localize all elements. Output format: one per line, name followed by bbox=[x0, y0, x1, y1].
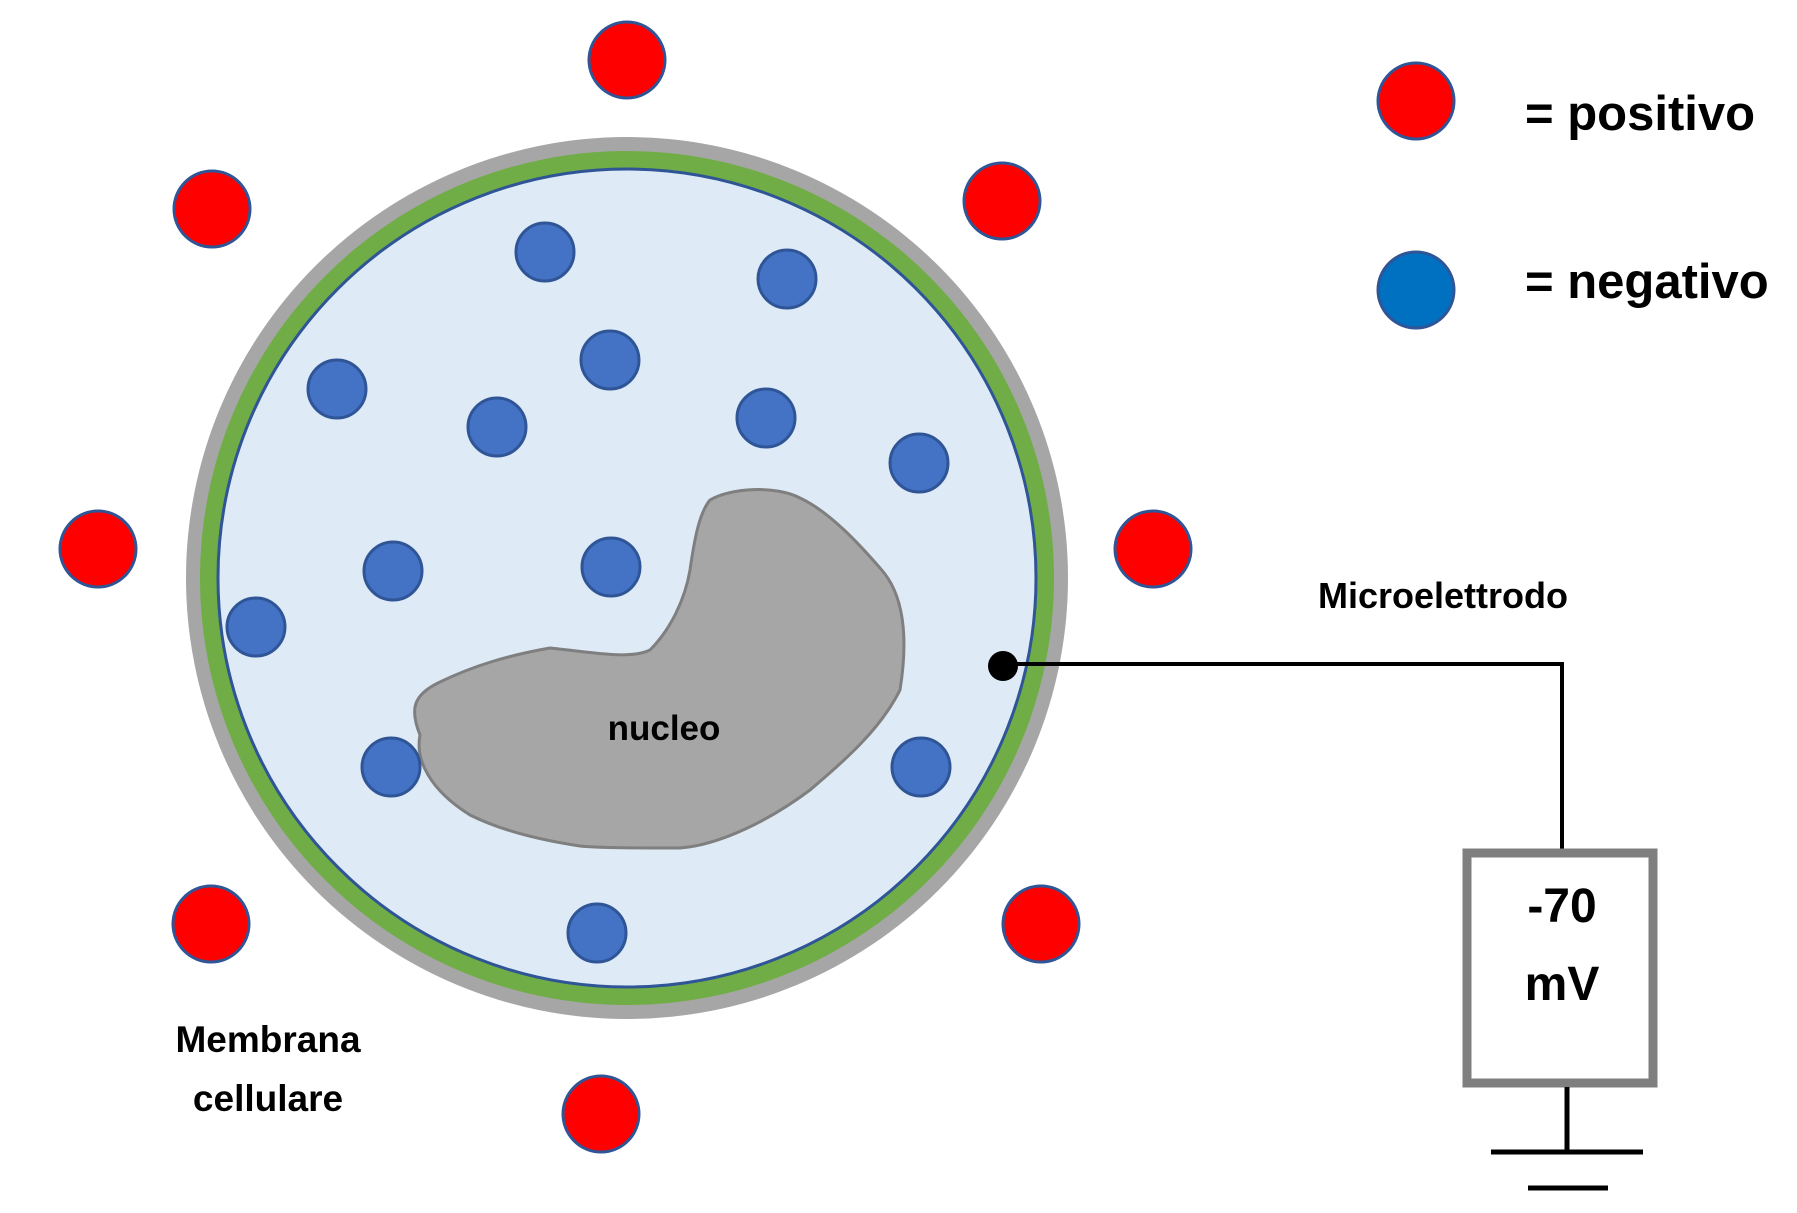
positive-ion bbox=[1001, 884, 1081, 964]
positive-ion bbox=[171, 884, 251, 964]
negative-ion bbox=[579, 329, 641, 391]
negative-ion bbox=[735, 387, 797, 449]
voltmeter-box bbox=[1462, 848, 1658, 1088]
positive-ion bbox=[1113, 509, 1193, 589]
negative-ion bbox=[362, 540, 424, 602]
voltmeter-value: -70 bbox=[1527, 880, 1596, 933]
microelectrode-label: Microelettrodo bbox=[1318, 575, 1568, 616]
cell bbox=[186, 137, 1068, 1019]
negative-ion bbox=[888, 432, 950, 494]
negative-ion bbox=[566, 902, 628, 964]
membrane-label-line1: Membrana bbox=[175, 1019, 360, 1060]
positive-ion bbox=[172, 169, 252, 249]
positive-ion bbox=[58, 509, 138, 589]
negative-ion bbox=[306, 358, 368, 420]
negative-ion bbox=[225, 596, 287, 658]
voltmeter: -70 mV bbox=[1462, 848, 1658, 1088]
legend-negative-label: = negativo bbox=[1525, 255, 1769, 309]
legend-negative-icon bbox=[1376, 250, 1456, 330]
positive-ions bbox=[58, 20, 1193, 1154]
negative-ion bbox=[360, 736, 422, 798]
legend-positive-label: = positivo bbox=[1525, 87, 1755, 141]
negative-ion bbox=[756, 248, 818, 310]
positive-ion bbox=[587, 20, 667, 100]
negative-ion bbox=[890, 736, 952, 798]
ground-icon bbox=[1491, 1087, 1643, 1191]
legend: = positivo = negativo bbox=[1376, 61, 1769, 330]
membrane-label-line2: cellulare bbox=[193, 1078, 343, 1119]
negative-ion bbox=[466, 396, 528, 458]
negative-ions bbox=[225, 221, 952, 964]
positive-ion bbox=[561, 1074, 641, 1154]
negative-ion bbox=[580, 536, 642, 598]
legend-positive-icon bbox=[1376, 61, 1456, 141]
electrode-wire bbox=[1003, 662, 1564, 853]
nucleus-shape bbox=[413, 488, 906, 850]
positive-ion bbox=[962, 161, 1042, 241]
nucleus-label: nucleo bbox=[608, 709, 721, 748]
voltmeter-unit: mV bbox=[1525, 958, 1600, 1011]
negative-ion bbox=[514, 221, 576, 283]
microelectrode bbox=[988, 651, 1564, 853]
